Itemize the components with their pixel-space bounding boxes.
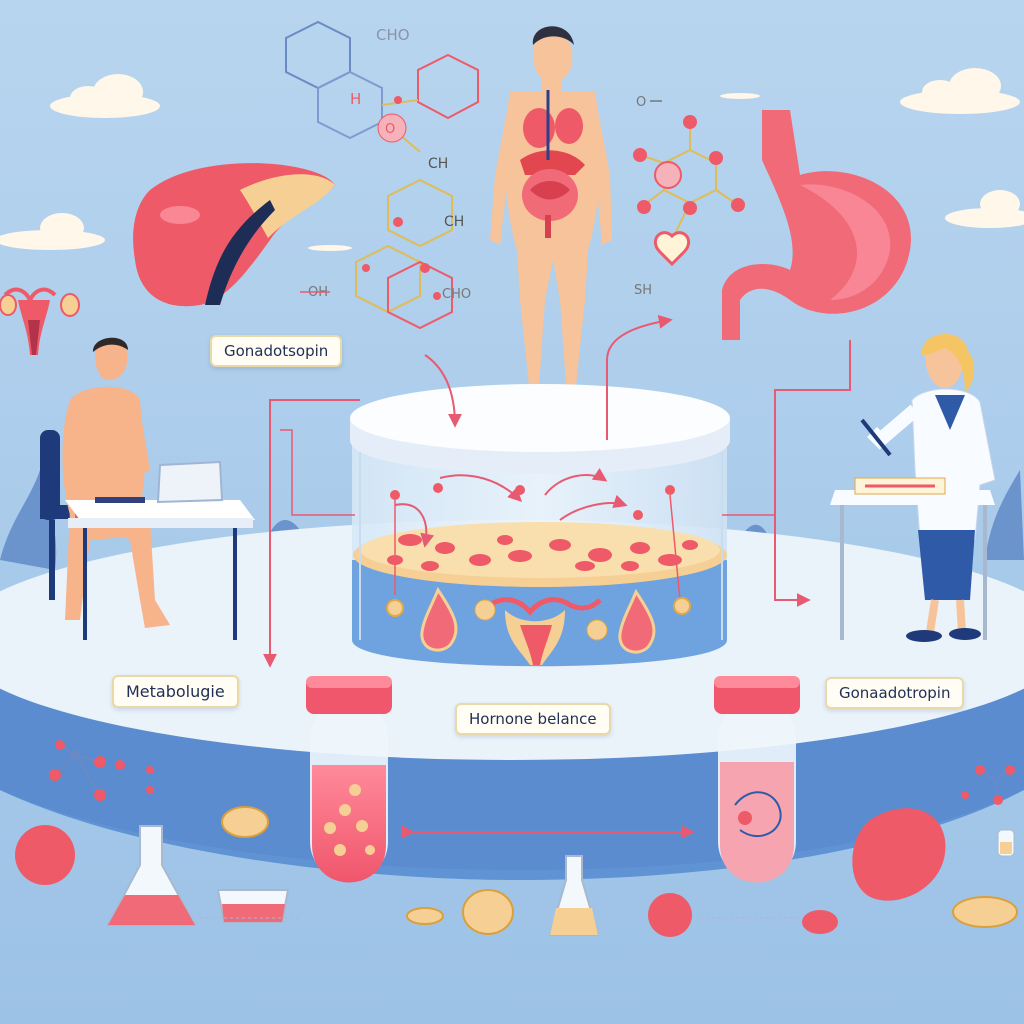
connector-arrows	[263, 314, 851, 839]
molecule-small-left	[49, 740, 154, 801]
test-tube-left	[306, 676, 392, 883]
flow-arrows	[394, 467, 628, 548]
doctor-woman	[830, 333, 996, 642]
formula-text: CH	[444, 214, 464, 230]
atom-node	[433, 292, 441, 300]
molecule-hexagons-center	[355, 178, 453, 330]
hormone-markers	[386, 483, 691, 617]
tissue-blob	[802, 910, 838, 934]
cloud-small	[720, 93, 760, 99]
molecule-ring-right	[633, 115, 745, 241]
formula-text: CHO	[376, 26, 410, 44]
formula-text: H	[350, 90, 361, 108]
uterus-illustration-center	[474, 597, 608, 665]
pill	[462, 889, 514, 935]
dish	[216, 889, 290, 923]
atom-node	[393, 217, 403, 227]
liver-illustration	[133, 163, 335, 307]
flask-left	[106, 825, 197, 926]
atom-node	[420, 263, 430, 273]
pill	[406, 907, 444, 925]
man-at-desk	[40, 337, 255, 640]
cloud-top-left	[50, 74, 160, 118]
formula-text: O	[385, 122, 395, 137]
label-metabolugie: Metabolugie	[112, 675, 239, 708]
hormone-drop	[420, 586, 458, 652]
connector-lines	[280, 291, 775, 516]
atom-node	[362, 264, 370, 272]
vial-small	[997, 829, 1015, 857]
label-hormone-balance: Hornone belance	[455, 703, 611, 735]
pill	[221, 806, 269, 838]
formula-text: CHO	[442, 287, 471, 302]
label-gonadotsopin: Gonadotsopin	[210, 335, 343, 367]
cloud-right	[945, 190, 1024, 228]
formula-text: CH	[428, 156, 448, 172]
uterus-icon-left	[0, 287, 80, 355]
cloud-left	[0, 213, 105, 250]
molecule-small-right	[961, 765, 1015, 805]
test-tube-right	[714, 676, 800, 883]
hormone-drop	[618, 588, 656, 654]
formula-text: SH	[634, 283, 652, 298]
cloud-top-right	[900, 68, 1020, 114]
label-gonaadotropin: Gonaadotropin	[825, 677, 965, 709]
tissue-blob	[852, 808, 946, 901]
atom-node	[394, 96, 402, 104]
stomach-illustration	[722, 110, 911, 340]
cloud-small	[308, 245, 352, 251]
human-figure	[490, 26, 612, 415]
pill	[952, 896, 1018, 928]
formula-text: O	[636, 95, 646, 110]
tissue-blob	[648, 893, 692, 937]
flask-small	[548, 855, 600, 936]
heart-icon	[653, 231, 691, 267]
atom-node	[377, 113, 407, 143]
tissue-blob	[15, 825, 75, 885]
